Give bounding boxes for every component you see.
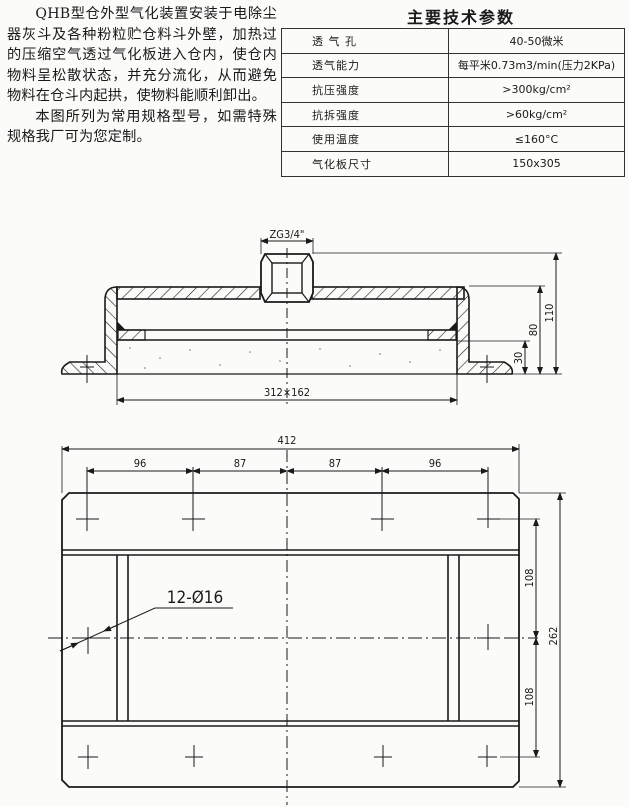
bolt-holes <box>76 467 500 769</box>
hole-callout-leader <box>59 607 233 652</box>
plan-view <box>48 444 566 805</box>
right-wall <box>456 286 514 375</box>
hole-spacing-label: 87 <box>234 457 247 470</box>
hole-spacing-label: 96 <box>429 457 442 470</box>
opening-size-label: 312×162 <box>264 386 310 399</box>
left-wall <box>60 286 118 375</box>
spec-table-title: 主要技术参数 <box>406 8 515 27</box>
porous-plate <box>129 347 441 369</box>
spec-label: 抗拆强度 <box>281 101 449 128</box>
dim-body-height: 80 <box>527 324 540 337</box>
overall-height-label: 262 <box>547 627 560 646</box>
dim-total-height: 110 <box>543 304 556 323</box>
spec-label: 使用温度 <box>281 126 449 152</box>
hole-spacing-label: 96 <box>134 457 147 470</box>
intro-text: QHB型仓外型气化装置安装于电除尘器灰斗及各种粉粒贮仓料斗外壁，加热过的压缩空气… <box>7 4 277 148</box>
intro-paragraph-1: QHB型仓外型气化装置安装于电除尘器灰斗及各种粉粒贮仓料斗外壁，加热过的压缩空气… <box>7 6 277 104</box>
half-pitch-lower-label: 108 <box>523 688 536 707</box>
dim-flange-height: 30 <box>512 352 525 365</box>
spec-row: 抗压强度>300kg/cm² <box>281 77 625 103</box>
section-view <box>60 238 562 405</box>
spec-label: 气化板尺寸 <box>281 150 449 177</box>
top-plate <box>116 286 261 300</box>
top-plate <box>311 286 465 300</box>
half-pitch-upper-label: 108 <box>523 569 536 588</box>
overall-width-label: 412 <box>278 434 297 447</box>
spec-value: >300kg/cm² <box>448 77 625 103</box>
spec-value: 150x305 <box>448 150 625 177</box>
thread-label: ZG3/4" <box>270 228 305 241</box>
hole-callout-label: 12-Ø16 <box>167 588 223 608</box>
intro-paragraph-2: 本图所列为常用规格型号，如需特殊规格我厂可为您定制。 <box>7 108 277 146</box>
hole-spacing-label: 87 <box>329 457 342 470</box>
plan-outline <box>61 492 520 788</box>
